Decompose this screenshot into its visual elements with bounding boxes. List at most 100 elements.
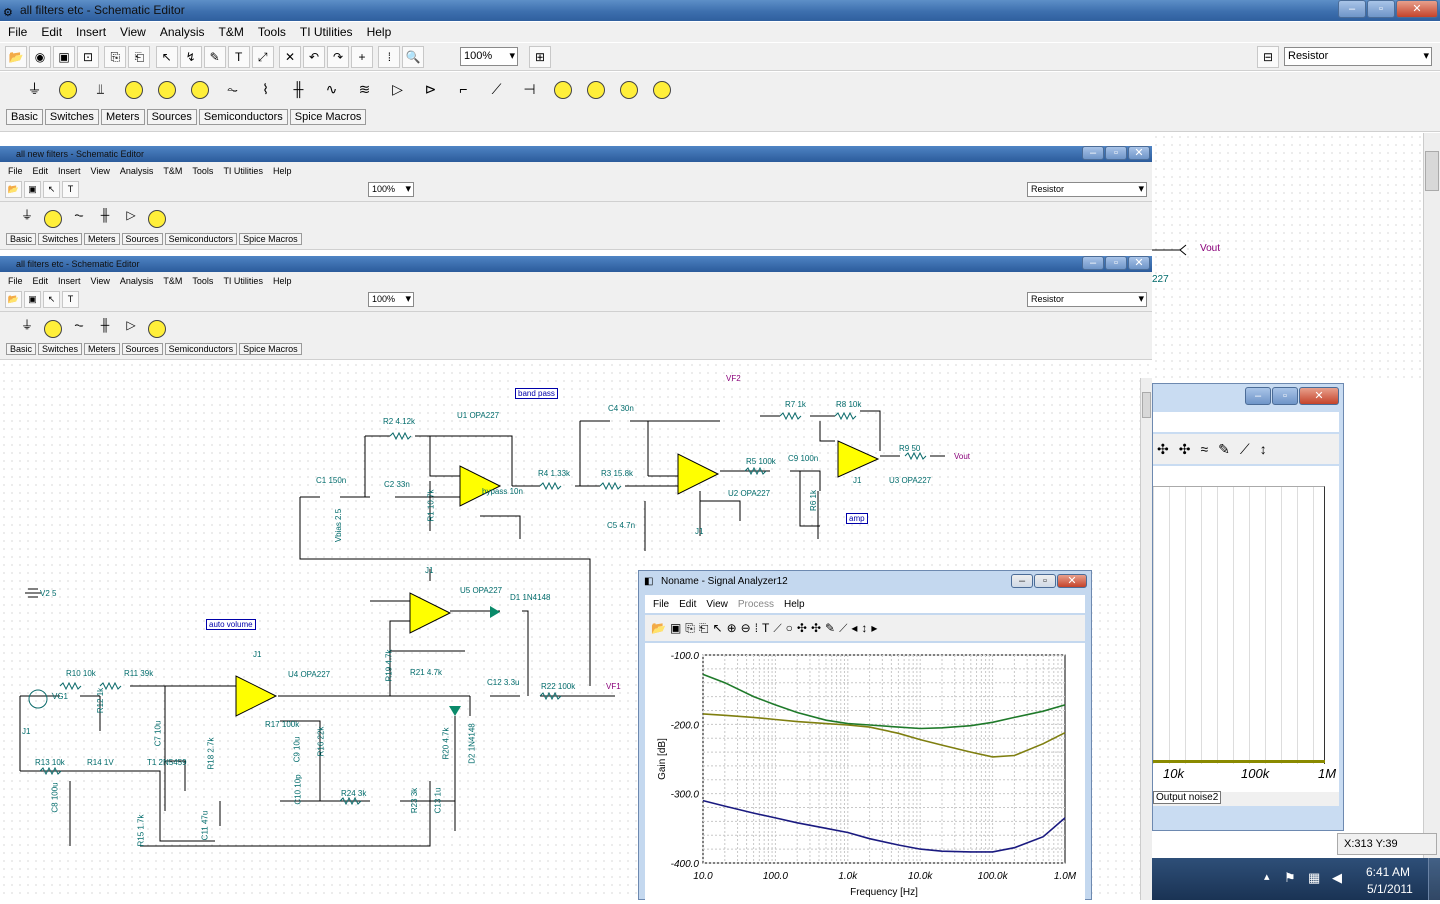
opamp-u2[interactable] (677, 453, 720, 495)
sw1-tab-sources[interactable]: Sources (121, 233, 163, 245)
analyzer-zoom-out-icon[interactable]: ⊖ (740, 621, 755, 635)
menu-insert[interactable]: Insert (76, 25, 107, 39)
noise-window-close[interactable]: ✕ (1299, 387, 1339, 405)
sw2-tab-sources[interactable]: Sources (121, 343, 163, 355)
copy-icon[interactable]: ⎘ (104, 46, 127, 68)
sw2-select-icon[interactable]: ↖ (43, 291, 60, 308)
voltage-source-icon[interactable] (52, 74, 83, 104)
crosshair-icon[interactable]: + (351, 46, 374, 68)
tray-volume-icon[interactable]: ◀ (1332, 870, 1342, 885)
ic-source-icon[interactable] (547, 74, 578, 104)
minimize-button[interactable]: – (1338, 0, 1366, 18)
sub-window-1-minimize[interactable]: – (1082, 146, 1104, 160)
tab-sources[interactable]: Sources (146, 109, 197, 125)
sw2-menu-help[interactable]: Help (272, 276, 292, 286)
open-icon[interactable]: 📂 (5, 46, 27, 68)
analyzer-grid-icon[interactable]: ⁞ (754, 621, 763, 635)
sw1-menu-file[interactable]: File (8, 166, 23, 176)
sw1-menu-edit[interactable]: Edit (32, 166, 49, 176)
sw1-capacitor-icon[interactable]: ╫ (100, 208, 110, 222)
noise-plot-area[interactable]: 10k 100k 1M Output noise2 (1153, 466, 1339, 806)
sw2-save-icon[interactable]: ▣ (24, 291, 41, 308)
sw2-menu-tools[interactable]: Tools (192, 276, 214, 286)
sub-window-1-close[interactable]: ✕ (1128, 146, 1150, 160)
ammeter-icon[interactable] (184, 74, 215, 104)
pen-icon[interactable]: ✎ (203, 46, 226, 68)
switch-icon[interactable]: ⌐ (459, 81, 468, 97)
sw1-menu-insert[interactable]: Insert (58, 166, 81, 176)
noise-marker-icon[interactable]: ✣ (1178, 441, 1201, 457)
taskbar-date[interactable]: 5/1/2011 (1367, 882, 1413, 896)
tab-semiconductors[interactable]: Semiconductors (198, 109, 288, 125)
sw1-tab-spice-macros[interactable]: Spice Macros (239, 233, 302, 245)
sub-window-2-title-bar[interactable]: all filters etc - Schematic Editor –▫✕ (0, 256, 1152, 272)
analyzer-menu-file[interactable]: File (653, 598, 670, 610)
signal-analyzer-title-bar[interactable]: ◧ Noname - Signal Analyzer12 – ▫ ✕ (639, 571, 1091, 593)
main-vertical-scrollbar[interactable] (1423, 133, 1440, 858)
vc-source-icon[interactable] (580, 74, 611, 104)
find-icon[interactable]: ◉ (29, 46, 51, 68)
paste-icon[interactable]: ⎗ (128, 46, 151, 68)
opamp-icon[interactable]: ▷ (392, 81, 403, 97)
sw2-ground-icon[interactable]: ⏚ (20, 318, 33, 332)
sub-window-1-title-bar[interactable]: all new filters - Schematic Editor –▫✕ (0, 146, 1152, 162)
resistor-icon[interactable]: ⏦ (226, 81, 239, 97)
sw2-menu-ti-utilities[interactable]: TI Utilities (223, 276, 263, 286)
noise-probe-icon[interactable]: ✎ (1218, 441, 1240, 457)
current-source-icon[interactable] (118, 74, 149, 104)
show-desktop-button[interactable] (1428, 858, 1440, 900)
tab-spice-macros[interactable]: Spice Macros (289, 109, 367, 125)
maximize-button[interactable]: ▫ (1367, 0, 1395, 18)
component-find-icon[interactable]: ⊟ (1257, 46, 1279, 68)
analyzer-marker-icon[interactable]: ✣ (810, 621, 826, 635)
sw1-meter-icon[interactable] (145, 203, 169, 227)
sub-window-2-minimize[interactable]: – (1082, 256, 1104, 270)
ccvs-icon[interactable] (613, 74, 644, 104)
taskbar-time[interactable]: 6:41 AM (1366, 865, 1411, 879)
sw2-zoom-select[interactable]: 100% (368, 292, 414, 307)
sw1-text-icon[interactable]: T (62, 181, 79, 198)
sw2-tab-semiconductors[interactable]: Semiconductors (164, 343, 238, 355)
analyzer-copy-icon[interactable]: ⎘ (685, 621, 699, 635)
sw1-save-icon[interactable]: ▣ (24, 181, 41, 198)
noise-cursor-icon[interactable]: ✣ (1157, 441, 1179, 457)
voltmeter-icon[interactable] (151, 74, 182, 104)
undo-icon[interactable]: ↶ (303, 46, 326, 68)
sw1-tab-semiconductors[interactable]: Semiconductors (164, 233, 238, 245)
tab-basic[interactable]: Basic (6, 109, 43, 125)
sw1-resistor-icon[interactable]: ⏦ (74, 208, 84, 222)
sw1-open-icon[interactable]: 📂 (5, 181, 22, 198)
sw2-text-icon[interactable]: T (62, 291, 79, 308)
main-canvas[interactable]: Vout 227 (1152, 133, 1423, 383)
schematic-vertical-scrollbar[interactable] (1140, 378, 1152, 900)
main-title-bar[interactable]: ⚙ all filters etc - Schematic Editor – ▫… (0, 0, 1440, 21)
ground-icon[interactable]: ⏚ (27, 81, 42, 97)
analyzer-line-icon[interactable]: ⟋ (773, 621, 786, 635)
sw1-ground-icon[interactable]: ⏚ (20, 208, 33, 222)
sub-window-2-close[interactable]: ✕ (1128, 256, 1150, 270)
menu-tm[interactable]: T&M (218, 25, 244, 39)
sw2-source-icon[interactable] (41, 313, 65, 337)
noise-wave-icon[interactable]: ≈ (1200, 441, 1219, 457)
open-folder-icon[interactable]: ⊡ (77, 46, 99, 68)
sw2-menu-insert[interactable]: Insert (58, 276, 81, 286)
vg1-source-icon[interactable] (28, 689, 48, 709)
sw2-menu-edit[interactable]: Edit (32, 276, 49, 286)
opamp-u1[interactable] (459, 465, 502, 507)
analyzer-circle-icon[interactable]: ○ (785, 621, 797, 635)
opamp-u3[interactable] (837, 440, 880, 478)
menu-tools[interactable]: Tools (257, 25, 286, 39)
sw1-menu-analysis[interactable]: Analysis (119, 166, 154, 176)
tray-up-arrow-icon[interactable]: ▴ (1264, 871, 1270, 883)
analyzer-menu-edit[interactable]: Edit (679, 598, 697, 610)
menu-analysis[interactable]: Analysis (159, 25, 205, 39)
analyzer-open-icon[interactable]: 📂 (651, 621, 670, 635)
noise-window-minimize[interactable]: – (1245, 387, 1271, 405)
sw2-component-select[interactable]: Resistor (1027, 292, 1147, 307)
zoom-select[interactable]: 100% (460, 47, 518, 66)
pin-icon[interactable]: ⊣ (523, 81, 536, 97)
noise-window-maximize[interactable]: ▫ (1272, 387, 1298, 405)
analyzer-close[interactable]: ✕ (1057, 574, 1087, 588)
sw2-menu-file[interactable]: File (8, 276, 23, 286)
